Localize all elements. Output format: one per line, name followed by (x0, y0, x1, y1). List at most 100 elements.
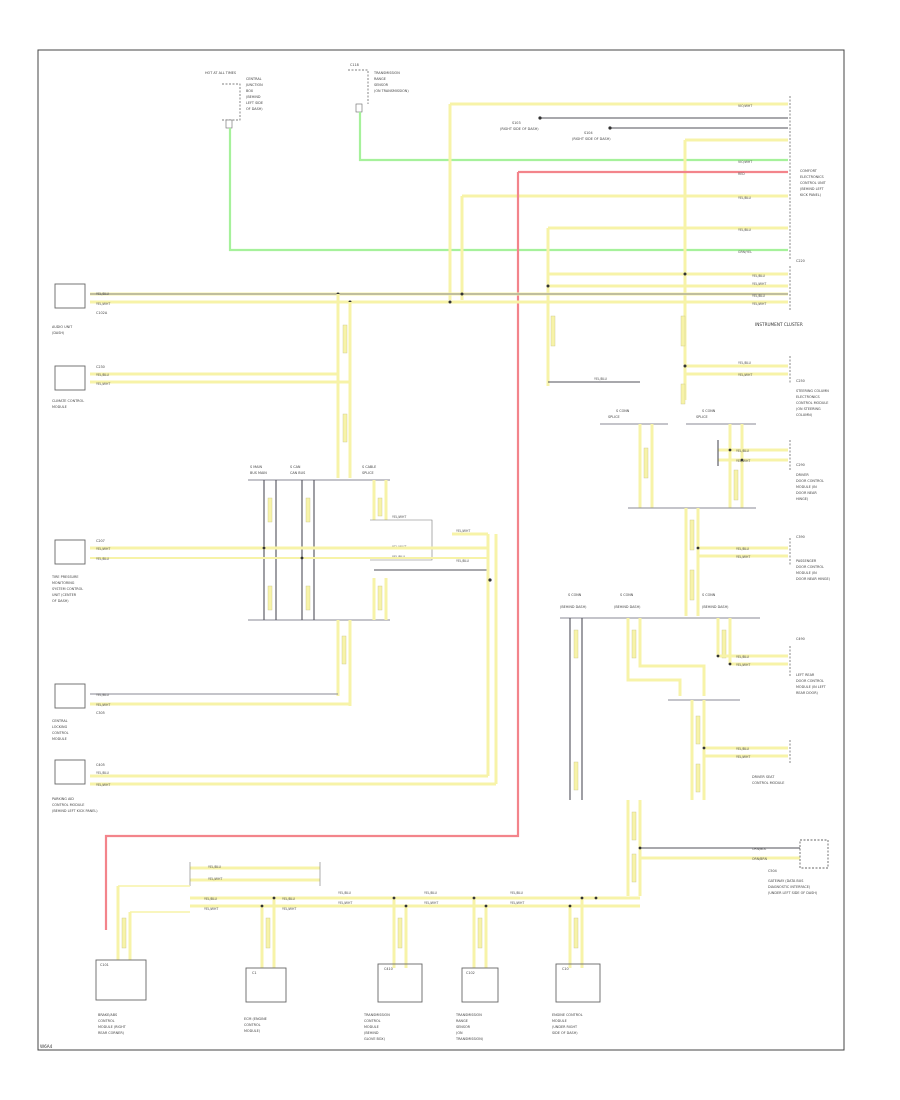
central-junction-label-2: JUNCTION (245, 83, 263, 87)
central-lock-conn: C305 (96, 711, 105, 715)
left-trunk (336, 294, 352, 478)
steering-label-3: (ON STEERING (796, 407, 821, 411)
mid-splice-1: SPLICE (608, 415, 620, 419)
driver-door-module: YEL/BLU YEL/WHT C290 DRIVER DOOR CONTROL… (736, 440, 824, 501)
brake-label-2: MODULE (RIGHT (98, 1025, 127, 1029)
ic-wire-1: YEL/WHT (752, 282, 766, 286)
lrd-conn: C490 (796, 637, 805, 641)
trs-label-marker: C118 (350, 63, 359, 67)
mid-splice-3: SPLICE (696, 415, 708, 419)
audio-wire-0: YEL/BLU (96, 292, 110, 296)
instrument-cluster-label: INSTRUMENT CLUSTER (755, 322, 803, 327)
splice-packs-left: S MAIN BUS MAIN S CAN CAN BUS S CABLE SP… (248, 465, 433, 621)
tcm-label-0: TRANSMISSION (363, 1013, 390, 1017)
bb-wire-8: YEL/BLU (424, 891, 438, 895)
trs-label-2: SENSOR (374, 83, 389, 87)
central-lock-trunk (336, 620, 352, 706)
tpms-wire-1: YEL/BLU (96, 557, 110, 561)
brake-label-3: REAR CORNER) (98, 1031, 125, 1035)
steering-column-module: C250 STEERING COLUMN ELECTRONICS CONTROL… (796, 379, 829, 417)
lrd-label-2: MODULE (IN LEFT (796, 685, 827, 689)
central-junction-label-4: (BEHIND (246, 95, 261, 99)
bb-wire-2: YEL/BLU (204, 897, 218, 901)
dd-conn: C290 (796, 463, 805, 467)
pd-label-3: DOOR NEAR HINGE) (796, 577, 831, 581)
instrument-cluster-conn: C220 (796, 259, 805, 263)
tcm-label-3: (BEHIND (364, 1031, 379, 1035)
brake-label-0: BRAKE/ABS (98, 1013, 117, 1017)
tpms-right-wire-0: YEL/WHT (456, 529, 470, 533)
splice-pack-label-1: BUS MAIN (250, 471, 267, 475)
tpms-label-1: MONITORING (52, 581, 75, 585)
footer-code: W6A4 (40, 1044, 53, 1049)
bb-wire-3: YEL/WHT (204, 907, 218, 911)
mid-splice-2: S CONN (702, 409, 716, 413)
central-lock-label-3: MODULE (52, 737, 67, 741)
bb-wire-5: YEL/WHT (282, 907, 296, 911)
splice-s2-label: S104 (584, 131, 593, 135)
trs-label-1: RANGE (374, 77, 386, 81)
pd-wire-1: YEL/WHT (736, 555, 750, 559)
splice-pack-label-0: S MAIN (250, 465, 262, 469)
center-splice-2: S CONN (702, 593, 716, 597)
steering-label-1: ELECTRONICS (796, 395, 820, 399)
splice-pack-label-5: SPLICE (362, 471, 374, 475)
ecm-label-2: MODULE) (244, 1029, 261, 1033)
bb-wire-1: YEL/WHT (208, 877, 222, 881)
gw-label-1: DIAGNOSTIC INTERFACE) (768, 885, 811, 889)
splice-pack-label-4: S CABLE (362, 465, 376, 469)
trs-b-label-2: SENSOR (456, 1025, 471, 1029)
trs-label-0: TRANSMISSION (373, 71, 400, 75)
audio-label-1: (DASH) (52, 331, 65, 335)
tcm-module: C410 TRANSMISSION CONTROL MODULE (BEHIND… (363, 963, 423, 1041)
lrd-label-3: REAR DOOR) (796, 691, 819, 695)
gw-label-2: (UNDER LEFT SIDE OF DASH) (768, 891, 818, 895)
dd-label-3: DOOR NEAR (796, 491, 817, 495)
diagram-frame (37, 49, 845, 1051)
climate-label-0: CLIMATE CONTROL (52, 399, 84, 403)
audio-conn: C102A (96, 311, 108, 315)
tpms-label-3: UNIT (CENTER (52, 593, 77, 597)
center-splice-sub-1: (BEHIND DASH) (614, 605, 641, 609)
comfort-wire-1: VIO/WHT (738, 160, 752, 164)
bb-wire-0: YEL/BLU (208, 865, 222, 869)
ic-wire-3: YEL/WHT (752, 302, 766, 306)
steering-wire-0: YEL/BLU (738, 361, 752, 365)
central-junction-label-3: BOX (246, 89, 254, 93)
instrument-cluster: C220 YEL/BLU YEL/WHT YEL/BLU YEL/WHT INS… (752, 259, 805, 327)
tcm-label-2: MODULE (364, 1025, 379, 1029)
dd-wire-1: YEL/WHT (736, 459, 750, 463)
central-lock-wire-0: YEL/BLU (96, 693, 110, 697)
pd-conn: C390 (796, 535, 805, 539)
parking-conn: C405 (96, 763, 105, 767)
engine-label-0: ENGINE CONTROL (552, 1013, 583, 1017)
ecm-conn: C1 (252, 971, 257, 975)
main-bus (90, 272, 788, 304)
ic-wire-0: YEL/BLU (752, 274, 766, 278)
comfort-label-1: ELECTRONICS (800, 175, 824, 179)
tpms-conn: C207 (96, 539, 105, 543)
central-junction-label-5: LEFT SIDE (246, 101, 263, 105)
central-lock-wire-1: YEL/WHT (96, 703, 110, 707)
comfort-label-2: CONTROL UNIT (800, 181, 827, 185)
comfort-wire-5: GRN/YEL (738, 250, 752, 254)
splice-pack-label-2: S CAN (290, 465, 301, 469)
central-lock-label-0: CENTRAL (52, 719, 68, 723)
comfort-electronics-module: VIO/WHT VIO/WHT RED YEL/BLU YEL/BLU GRN/… (738, 96, 827, 260)
center-splice-0: S CONN (568, 593, 582, 597)
tpms-right-feed: YEL/WHT YEL/BLU (374, 529, 498, 784)
gw-wire-0: ORN/BLK (752, 847, 767, 851)
top-wires (104, 102, 788, 930)
tpms-control-unit: YEL/WHT YEL/BLU C207 TIRE PRESSURE MONIT… (51, 539, 488, 603)
parking-label-2: (BEHIND LEFT KICK PANEL) (52, 809, 98, 813)
trs-b-label-0: TRANSMISSION (455, 1013, 482, 1017)
central-junction-box: HOT AT ALL TIMES CENTRAL JUNCTION BOX (B… (205, 71, 263, 129)
dd-label-4: HINGE) (796, 497, 809, 501)
bb-wire-7: YEL/WHT (338, 901, 352, 905)
engine-label-3: SIDE OF DASH) (552, 1031, 578, 1035)
parking-wire-0: YEL/BLU (96, 771, 110, 775)
rm-wire-label: YEL/BLU (594, 377, 608, 381)
engine-control-module: C10 ENGINE CONTROL MODULE (UNDER RIGHT S… (552, 963, 601, 1035)
engine-conn: C10 (562, 967, 569, 971)
